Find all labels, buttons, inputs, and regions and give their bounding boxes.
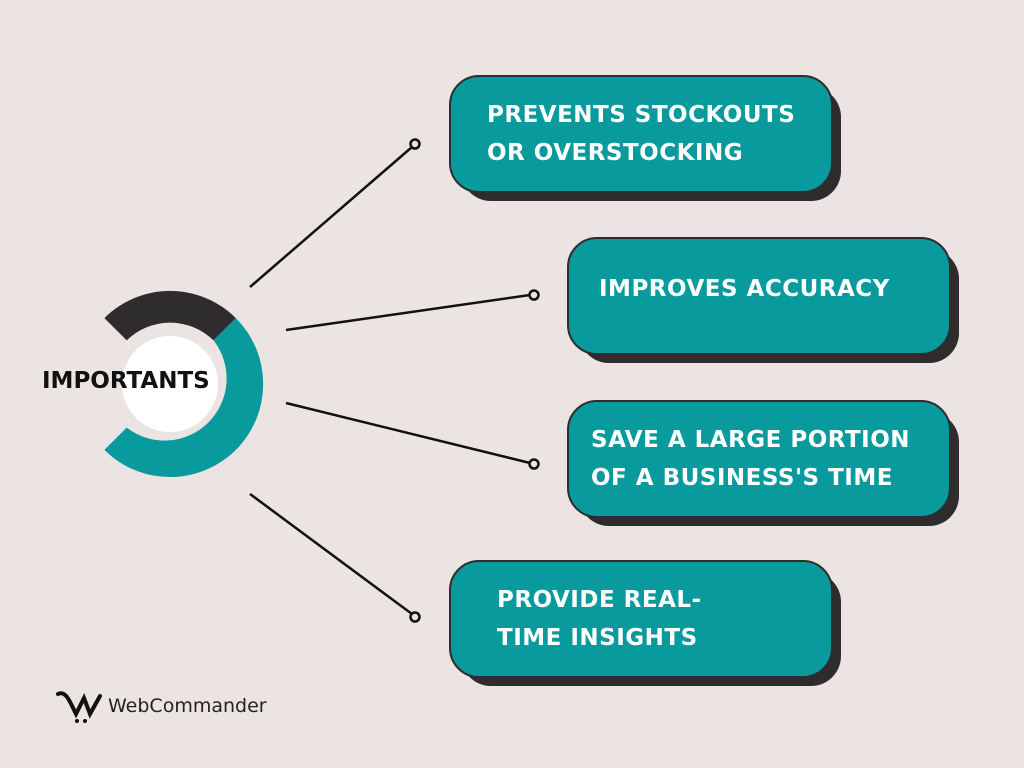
- brand-name: WebCommander: [108, 695, 267, 717]
- connector-line-1: [249, 146, 413, 288]
- item-3-line-2: OF A BUSINESS'S TIME: [591, 465, 893, 491]
- ring-teal-segment: [104, 318, 264, 478]
- item-4-line-2: TIME INSIGHTS: [497, 625, 698, 651]
- connector-dot-3: [528, 458, 540, 470]
- item-box-3: SAVE A LARGE PORTION OF A BUSINESS'S TIME: [567, 400, 959, 526]
- item-1-line-1: PREVENTS STOCKOUTS: [487, 102, 796, 128]
- item-1-line-2: OR OVERSTOCKING: [487, 140, 744, 166]
- connector-line-3: [285, 401, 531, 465]
- connector-line-2: [285, 293, 531, 332]
- connector-dot-2: [528, 289, 540, 301]
- webcommander-logo-icon: [56, 691, 102, 723]
- item-3-line-1: SAVE A LARGE PORTION: [591, 427, 911, 453]
- item-2-line-1: IMPROVES ACCURACY: [599, 276, 890, 302]
- connector-line-4: [249, 492, 413, 616]
- brand-logo: WebCommander: [56, 688, 267, 724]
- connector-dot-1: [409, 138, 421, 150]
- center-circle: [122, 336, 218, 432]
- connector-dot-4: [409, 611, 421, 623]
- item-box-2: IMPROVES ACCURACY: [567, 237, 959, 363]
- item-4-line-1: PROVIDE REAL-: [497, 587, 702, 613]
- ring-dark-segment: [104, 290, 236, 341]
- item-box-4: PROVIDE REAL- TIME INSIGHTS: [449, 560, 841, 686]
- item-box-1: PREVENTS STOCKOUTS OR OVERSTOCKING: [449, 75, 841, 201]
- center-label: IMPORTANTS: [42, 368, 210, 394]
